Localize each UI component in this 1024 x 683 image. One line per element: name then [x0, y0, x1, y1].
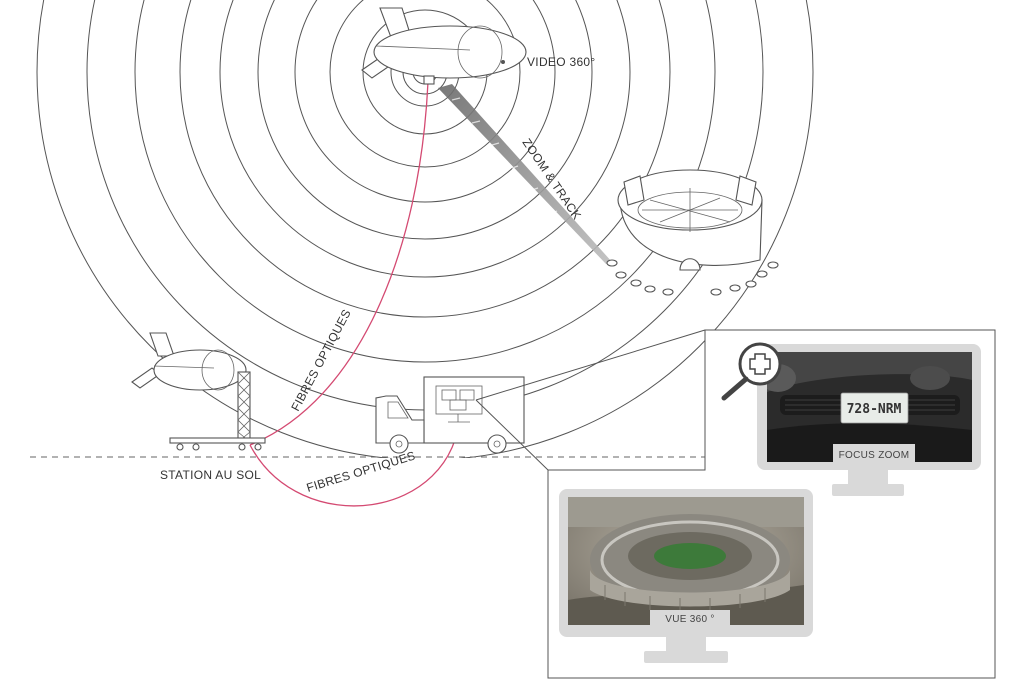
coverage-arc	[294, 0, 556, 203]
car-photo: 728-NRM	[767, 352, 972, 462]
parked-cars	[606, 259, 779, 296]
trailer	[169, 437, 266, 444]
focus-zoom-label: FOCUS ZOOM	[839, 450, 910, 461]
zoom-track-beam	[438, 84, 612, 264]
stadium-pillar-left	[623, 175, 645, 206]
zoom-beam-stripes	[451, 97, 577, 236]
aerostat-main	[361, 7, 527, 85]
aerostat-body	[373, 25, 527, 79]
aerostat-camera	[423, 75, 435, 85]
vue-360-label: VUE 360 °	[665, 614, 715, 625]
truck-box	[423, 376, 525, 444]
coverage-arc	[329, 0, 521, 168]
fibres-optiques-lower-label: FIBRES OPTIQUES	[305, 448, 417, 494]
car-icon	[615, 271, 627, 279]
coverage-arc	[179, 0, 671, 318]
station-au-sol-label: STATION AU SOL	[160, 468, 261, 482]
car-icon	[606, 259, 618, 267]
car-icon	[710, 288, 722, 296]
truck-wheel	[389, 434, 409, 454]
coverage-arc	[219, 0, 631, 278]
coverage-arc	[257, 0, 593, 240]
truck-wheel	[487, 434, 507, 454]
fiber-line-aerial	[249, 81, 429, 446]
ground-station	[131, 332, 266, 451]
magnifier-plus-icon	[721, 342, 782, 401]
fibres-optiques-upper-label: FIBRES OPTIQUES	[288, 307, 353, 414]
car-icon	[745, 280, 757, 288]
fiber-line-ground	[249, 411, 461, 507]
stadium-drawing	[617, 169, 763, 271]
video-360-label: VIDEO 360°	[527, 55, 596, 69]
car-icon	[767, 261, 779, 269]
car-icon	[630, 279, 642, 287]
ground-aerostat-body	[153, 349, 247, 391]
vue-360-monitor: VUE 360 °	[559, 489, 813, 663]
stadium-pitch	[654, 543, 726, 569]
car-icon	[662, 288, 674, 296]
coverage-arc	[134, 0, 716, 363]
car-icon	[729, 284, 741, 292]
coverage-arcs	[36, 0, 814, 458]
control-truck	[375, 376, 525, 454]
focus-zoom-monitor: 728-NRM FOCUS ZOOM	[757, 344, 981, 496]
stadium-pillar-right	[735, 175, 757, 206]
car-icon	[756, 270, 768, 278]
plate-text: 728-NRM	[847, 402, 902, 417]
coverage-arc	[36, 0, 814, 458]
car-icon	[644, 285, 656, 293]
license-plate	[840, 392, 909, 424]
stadium-photo	[568, 497, 804, 625]
workstation	[435, 385, 483, 415]
